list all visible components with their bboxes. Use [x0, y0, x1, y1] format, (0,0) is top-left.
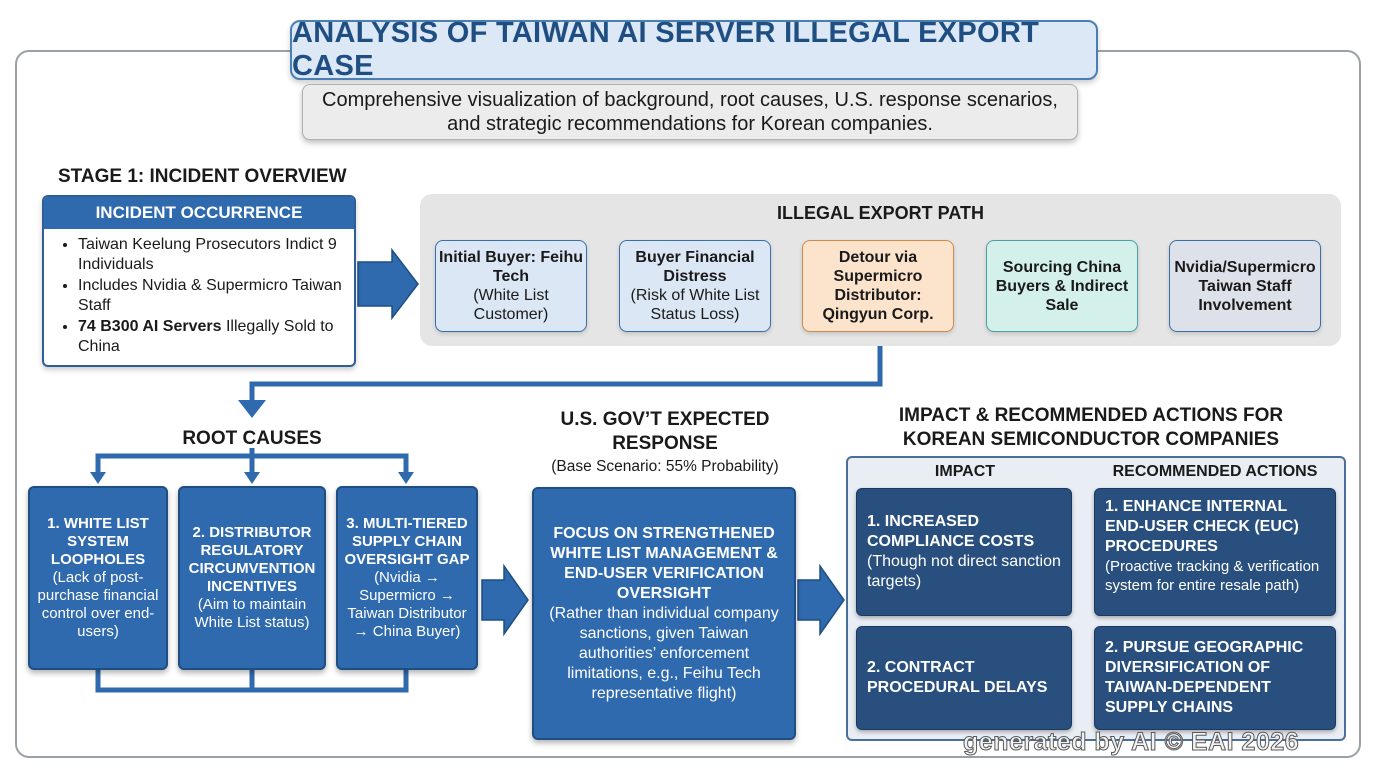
arrow-response-to-impact	[797, 563, 845, 637]
path-step-buyer-distress: Buyer Financial Distress (Risk of White …	[619, 240, 771, 332]
path-step-detour-distributor: Detour via Supermicro Distributor: Qingy…	[802, 240, 954, 332]
arrow-root-causes	[238, 400, 266, 418]
stage1-title: STAGE 1: INCIDENT OVERVIEW	[58, 166, 347, 187]
root-cause-card: 2. DISTRIBUTOR REGULATORY CIRCUMVENTION …	[178, 486, 326, 670]
path-step-staff-involvement: Nvidia/Supermicro Taiwan Staff Involveme…	[1169, 240, 1321, 332]
us-response-title: U.S. GOV’T EXPECTED RESPONSE	[560, 409, 770, 454]
impact-card-compliance: 1. INCREASED COMPLIANCE COSTS (Though no…	[856, 488, 1072, 616]
path-step-initial-buyer: Initial Buyer: Feihu Tech (White List Cu…	[435, 240, 587, 332]
arrow-root-to-response	[481, 563, 529, 637]
us-response-scenario: (Base Scenario: 55% Probability)	[551, 458, 779, 475]
root-cause-card: 3. MULTI-TIERED SUPPLY CHAIN OVERSIGHT G…	[336, 486, 478, 670]
incident-bullets: Taiwan Keelung Prosecutors Indict 9 Indi…	[44, 235, 354, 357]
subtitle-line-1: Comprehensive visualization of backgroun…	[322, 89, 1058, 111]
root-causes-title: ROOT CAUSES	[182, 428, 322, 449]
root-cause-card: 1. WHITE LIST SYSTEM LOOPHOLES (Lack of …	[28, 486, 168, 670]
incident-bullet: Includes Nvidia & Supermicro Taiwan Staf…	[78, 276, 346, 316]
impact-header: IMPACT	[934, 463, 996, 480]
incident-occurrence-box: INCIDENT OCCURRENCE Taiwan Keelung Prose…	[42, 195, 356, 367]
impact-section-title: IMPACT & RECOMMENDED ACTIONS FOR KOREAN …	[898, 405, 1284, 450]
incident-bullet: 74 B300 AI Servers Illegally Sold to Chi…	[78, 317, 346, 357]
action-card-euc: 1. ENHANCE INTERNAL END-USER CHECK (EUC)…	[1094, 488, 1336, 616]
us-response-card: FOCUS ON STRENGTHENED WHITE LIST MANAGEM…	[532, 487, 796, 740]
export-path-title: ILLEGAL EXPORT PATH	[776, 203, 984, 223]
watermark: generated by AI © EAI 2026	[962, 728, 1300, 757]
path-step-sourcing-china: Sourcing China Buyers & Indirect Sale	[986, 240, 1138, 332]
incident-bullet: Taiwan Keelung Prosecutors Indict 9 Indi…	[78, 235, 346, 275]
flow-path-to-root	[249, 333, 883, 402]
arrow-incident-to-path	[357, 247, 419, 321]
subtitle-line-2: and strategic recommendations for Korean…	[447, 113, 933, 135]
incident-header: INCIDENT OCCURRENCE	[44, 197, 354, 229]
page-subtitle: Comprehensive visualization of backgroun…	[302, 84, 1078, 140]
actions-header: RECOMMENDED ACTIONS	[1112, 463, 1318, 480]
action-card-diversification: 2. PURSUE GEOGRAPHIC DIVERSIFICATION OF …	[1094, 626, 1336, 730]
page-title: ANALYSIS OF TAIWAN AI SERVER ILLEGAL EXP…	[290, 17, 1098, 82]
impact-card-delays: 2. CONTRACT PROCEDURAL DELAYS	[856, 626, 1072, 730]
